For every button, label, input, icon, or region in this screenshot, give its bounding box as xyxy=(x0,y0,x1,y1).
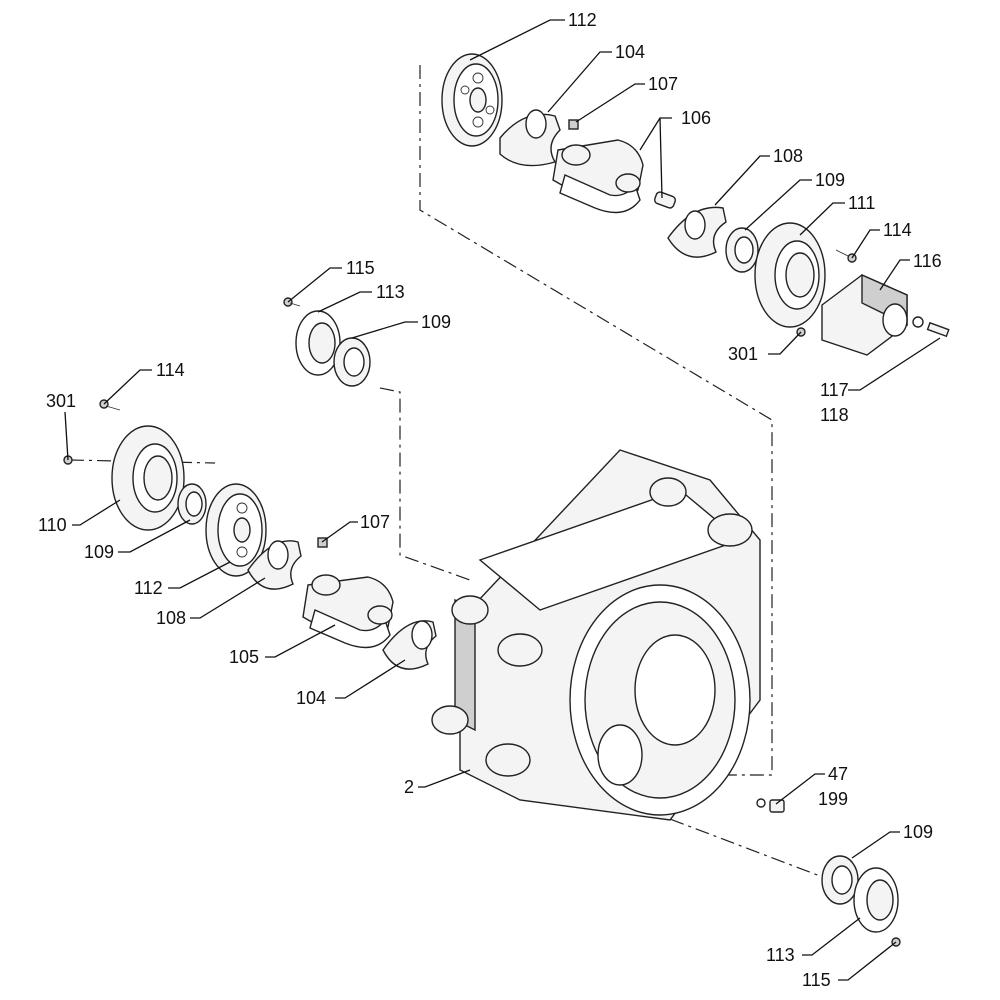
bearing-109-left2 xyxy=(177,483,207,525)
callout-labels: 112 104 107 106 108 109 111 114 116 301 … xyxy=(38,10,942,990)
callout-115-lower: 115 xyxy=(802,970,831,990)
leader-lines xyxy=(64,19,941,981)
housing-2 xyxy=(431,449,761,821)
crankshaft-105 xyxy=(302,574,394,649)
callout-106: 106 xyxy=(681,108,711,128)
callout-199: 199 xyxy=(818,789,848,809)
callout-2: 2 xyxy=(404,777,414,797)
callout-107-upper: 107 xyxy=(648,74,678,94)
bearing-cover-111 xyxy=(754,222,826,328)
bearing-109-left xyxy=(333,337,371,387)
callout-105: 105 xyxy=(229,647,259,667)
screw-114-left xyxy=(99,399,121,411)
callout-108-upper: 108 xyxy=(773,146,803,166)
bearing-109-lower xyxy=(821,855,859,905)
callout-104-lower: 104 xyxy=(296,688,326,708)
key-107-lower xyxy=(317,537,328,548)
callout-301-upper: 301 xyxy=(728,344,758,364)
callout-47: 47 xyxy=(828,764,848,784)
callout-113-lower: 113 xyxy=(766,945,795,965)
callout-109-left2: 109 xyxy=(84,542,114,562)
cam-104-lower xyxy=(382,620,437,670)
plug-47-199 xyxy=(756,798,785,813)
cam-104-upper xyxy=(499,109,561,167)
callout-115-left: 115 xyxy=(346,258,375,278)
callout-109-upper: 109 xyxy=(815,170,845,190)
callout-301-left: 301 xyxy=(46,391,76,411)
callout-109-lower: 109 xyxy=(903,822,933,842)
screw-117-118 xyxy=(912,316,950,338)
callout-112-lower: 112 xyxy=(134,578,163,598)
bearing-109-upper xyxy=(725,227,759,273)
callout-114-upper: 114 xyxy=(883,220,912,240)
callout-108-lower: 108 xyxy=(156,608,186,628)
callout-112-upper: 112 xyxy=(568,10,597,30)
cam-108-lower xyxy=(247,540,302,590)
bearing-cover-110 xyxy=(111,425,185,531)
callout-107-lower: 107 xyxy=(360,512,390,532)
callout-116: 116 xyxy=(913,251,942,271)
callout-111: 111 xyxy=(848,193,875,213)
gear-112-upper xyxy=(441,53,503,147)
cam-108-upper xyxy=(667,206,727,258)
callout-114-left: 114 xyxy=(156,360,185,380)
gear-112-lower xyxy=(205,483,267,577)
callout-104-upper: 104 xyxy=(615,42,645,62)
cover-113-left xyxy=(295,310,341,376)
cover-113-lower xyxy=(853,867,899,933)
crankshaft-106 xyxy=(552,139,644,214)
callout-109-left: 109 xyxy=(421,312,451,332)
pump-116 xyxy=(821,273,908,356)
key-107-upper xyxy=(568,119,579,130)
callout-110: 110 xyxy=(38,515,67,535)
callout-118: 118 xyxy=(820,405,849,425)
pin-106-upper xyxy=(653,191,677,209)
callout-117: 117 xyxy=(820,380,849,400)
callout-113-left: 113 xyxy=(376,282,405,302)
